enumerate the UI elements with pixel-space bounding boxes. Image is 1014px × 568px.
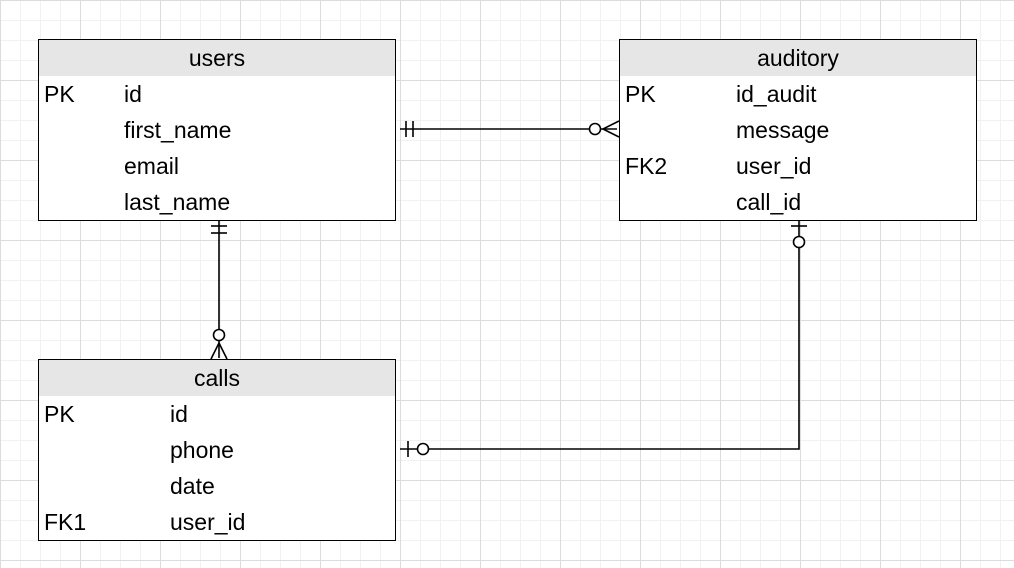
- field-key: FK2: [625, 153, 668, 179]
- field-row[interactable]: message: [620, 112, 976, 148]
- zero-circle: [588, 122, 602, 136]
- field-name: message: [736, 117, 830, 143]
- field-row[interactable]: email: [39, 148, 395, 184]
- field-row[interactable]: FK1 user_id: [39, 504, 395, 540]
- field-name: id: [124, 81, 142, 107]
- crowfoot-right: [218, 342, 228, 360]
- entity-title: users: [39, 40, 395, 76]
- field-key: PK: [625, 81, 656, 107]
- field-name: id: [170, 401, 188, 427]
- relationship-users-auditory[interactable]: [400, 120, 620, 138]
- field-name: user_id: [736, 153, 812, 179]
- field-name: email: [124, 153, 179, 179]
- zero-circle: [212, 328, 226, 342]
- field-row[interactable]: PK id: [39, 396, 395, 432]
- relationship-calls-auditory[interactable]: [400, 219, 807, 457]
- field-row[interactable]: FK2 user_id: [620, 148, 976, 184]
- field-key: PK: [44, 81, 75, 107]
- field-name: first_name: [124, 117, 232, 143]
- field-row[interactable]: phone: [39, 432, 395, 468]
- crowfoot-left: [210, 342, 220, 360]
- entity-title: auditory: [620, 40, 976, 76]
- crowfoot-upper: [602, 120, 620, 130]
- field-row[interactable]: date: [39, 468, 395, 504]
- field-key: FK1: [44, 509, 87, 535]
- field-name: date: [170, 473, 215, 499]
- field-name: last_name: [124, 189, 231, 215]
- field-name: phone: [170, 437, 234, 463]
- connector-line: [400, 219, 800, 450]
- field-row[interactable]: call_id: [620, 184, 976, 220]
- relationship-users-calls[interactable]: [210, 219, 228, 360]
- field-name: call_id: [736, 189, 802, 215]
- field-name: user_id: [170, 509, 246, 535]
- field-row[interactable]: first_name: [39, 112, 395, 148]
- field-row[interactable]: PK id: [39, 76, 395, 112]
- entity-title: calls: [39, 360, 395, 396]
- zero-circle-calls: [416, 442, 430, 456]
- field-row[interactable]: PK id_audit: [620, 76, 976, 112]
- crowfoot-lower: [602, 128, 620, 138]
- field-row[interactable]: last_name: [39, 184, 395, 220]
- zero-circle-auditory: [792, 235, 806, 249]
- field-name: id_audit: [736, 81, 817, 107]
- field-key: PK: [44, 401, 75, 427]
